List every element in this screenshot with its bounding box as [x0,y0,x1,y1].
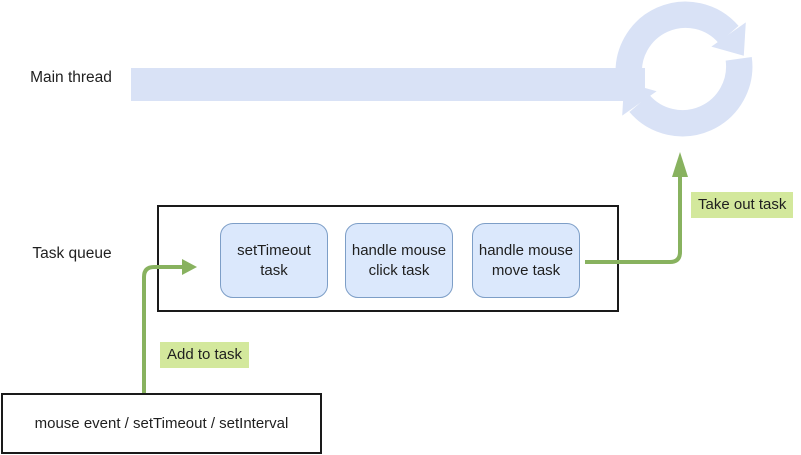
take-out-task-badge: Take out task [691,192,794,218]
add-to-task-arrow [142,259,197,395]
task-queue-label: Task queue [32,245,112,262]
task-box-mouse-move: handle mouse move task [472,223,580,298]
event-source-box: mouse event / setTimeout / setInterval [1,393,322,454]
task-box-settimeout: setTimeout task [220,223,328,298]
main-thread-bar [131,68,645,101]
add-to-task-badge: Add to task [160,342,250,368]
main-thread-label: Main thread [30,69,112,86]
take-out-task-arrow [585,152,688,264]
event-loop-icon [615,1,753,137]
task-box-mouse-click: handle mouse click task [345,223,453,298]
